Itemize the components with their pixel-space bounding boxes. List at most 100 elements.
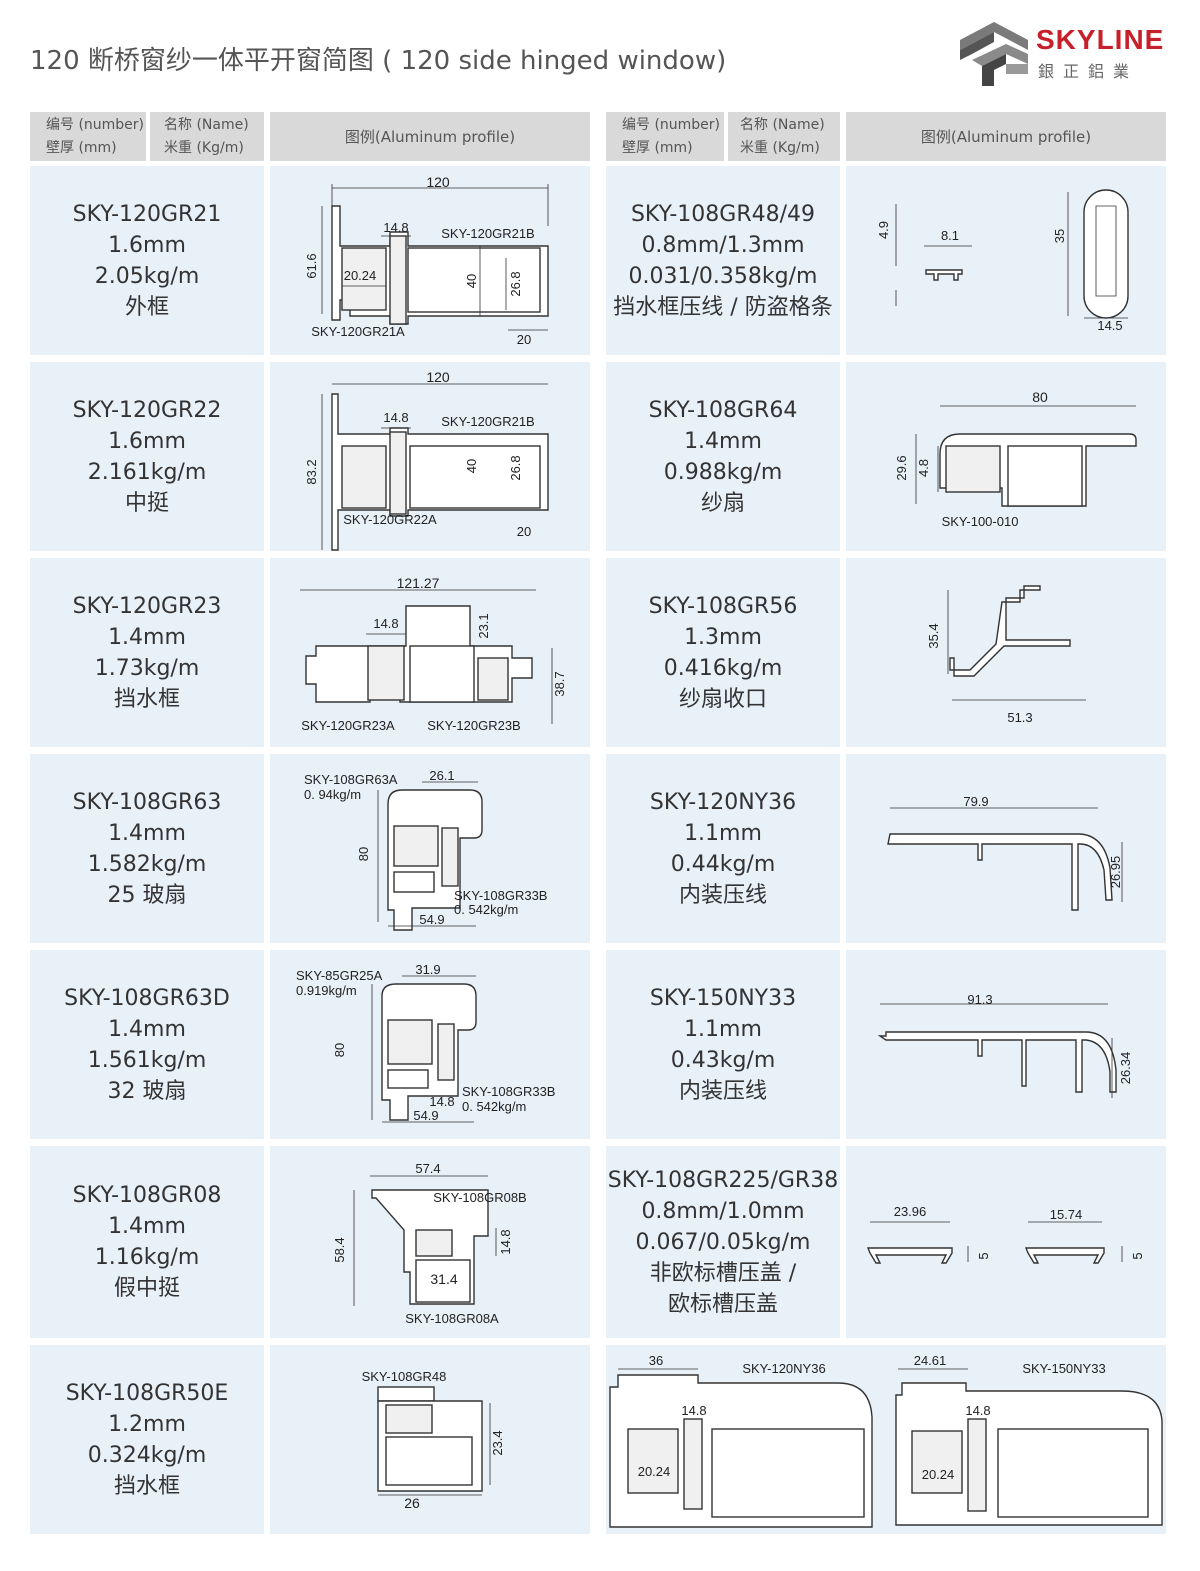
brand-subtitle: 銀正鋁業 [1038,62,1139,81]
part-weight: 0. 94kg/m [304,787,361,802]
wall-thickness: 1.6mm [108,232,186,258]
dim-label: 14.8 [681,1403,706,1418]
page-title: 120 断桥窗纱一体平开窗简图 ( 120 side hinged window… [30,46,727,76]
header-profile-right: 图例(Aluminum profile) [846,112,1166,161]
profile-name: 纱扇 [700,490,745,516]
row-info-gr48: SKY-108GR48/49 0.8mm/1.3mm 0.031/0.358kg… [606,166,840,355]
dim-label: 26.8 [508,271,523,296]
drawing-ny36: 79.9 26.95 [846,754,1166,943]
drawing-gr50e: SKY-108GR48 23.4 26 [270,1345,590,1534]
wall-thickness: 0.8mm/1.3mm [641,232,805,258]
header-number: 编号 (number) [46,117,145,133]
profile-code: SKY-108GR64 [648,397,798,423]
dim-label: 80 [356,847,371,861]
dim-label: 20.24 [344,268,377,283]
profile-drawing-gr08: 57.4 SKY-108GR08B 58.4 14.8 31.4 SKY-108… [332,1161,527,1326]
dim-label: 5 [976,1252,991,1259]
profile-name-line2: 欧标槽压盖 [667,1291,778,1317]
dim-label: 23.1 [476,613,491,638]
drawing-gr64: 80 29.6 4.8 SKY-100-010 [846,362,1166,551]
profile-name: 挡水框 [113,1473,180,1499]
profile-drawing-gr56: 35.4 51.3 [926,585,1086,725]
profile-drawing-gr21: 120 14.8 SKY-120GR21B 61.6 20.24 40 26.8… [304,174,549,347]
part-label: SKY-120NY36 [742,1361,825,1376]
weight: 2.05kg/m [94,263,200,289]
dim-label: 57.4 [415,1161,440,1176]
profile-code: SKY-108GR08 [72,1183,222,1208]
row-info-ny33: SKY-150NY33 1.1mm 0.43kg/m 内装压线 [606,950,840,1139]
drawing-gr21: 120 14.8 SKY-120GR21B 61.6 20.24 40 26.8… [270,166,590,355]
dim-label: 121.27 [397,575,440,591]
dim-label: 31.4 [430,1271,457,1287]
header-number-cell: 编号 (number) 壁厚 (mm) [30,112,146,161]
weight: 0.44kg/m [670,851,776,877]
header-weight: 米重 (Kg/m) [164,140,244,156]
dim-label: 20 [517,332,531,347]
drawing-assembly: 36 SKY-120NY36 14.8 20.24 24.61 SKY-150N… [606,1345,1166,1534]
row-info-gr64: SKY-108GR64 1.4mm 0.988kg/m 纱扇 [606,362,840,551]
drawing-gr56: 35.4 51.3 [846,558,1166,747]
dim-label: 23.96 [894,1204,927,1219]
header-wall: 壁厚 (mm) [46,140,117,156]
part-label: SKY-120GR21B [441,226,534,241]
dim-label: 26.8 [508,455,523,480]
row-info-gr22: SKY-120GR22 1.6mm 2.161kg/m 中挺 [30,362,264,551]
dim-label: 120 [426,174,450,190]
dim-label: 15.74 [1050,1207,1083,1222]
header-weight-right: 米重 (Kg/m) [740,140,820,156]
header-name-cell-right: 名称 (Name) 米重 (Kg/m) [728,112,840,161]
profile-code: SKY-108GR48/49 [630,201,816,227]
part-label: SKY-108GR08A [405,1311,499,1326]
weight: 1.582kg/m [87,851,207,877]
profile-name: 外框 [124,294,169,320]
wall-thickness: 0.8mm/1.0mm [641,1198,805,1224]
row-info-gr63d: SKY-108GR63D 1.4mm 1.561kg/m 32 玻扇 [30,950,264,1139]
header-name-cell: 名称 (Name) 米重 (Kg/m) [150,112,264,161]
dim-label: 14.8 [429,1094,454,1109]
drawing-ny33: 91.3 26.34 [846,950,1166,1139]
assembly-drawing: 36 SKY-120NY36 14.8 20.24 24.61 SKY-150N… [609,1353,1163,1528]
part-label: SKY-100-010 [942,514,1019,529]
part-label: SKY-120GR23A [301,718,395,733]
dim-label: 26.95 [1108,856,1123,889]
weight: 0.067/0.05kg/m [635,1229,811,1255]
wall-thickness: 1.2mm [108,1411,186,1437]
wall-thickness: 1.1mm [684,1016,762,1042]
profile-code: SKY-120GR22 [72,397,222,423]
profile-code: SKY-108GR63D [64,985,230,1011]
drawing-gr22: 120 14.8 SKY-120GR21B 83.2 40 26.8 SKY-1… [270,362,590,551]
dim-label: 120 [426,369,450,385]
weight: 1.73kg/m [94,655,200,681]
weight: 0.031/0.358kg/m [628,263,818,289]
profile-drawing-gr63: SKY-108GR63A 0. 94kg/m 26.1 80 54.9 SKY-… [304,768,547,931]
brand-logo: SKYLINE 銀正鋁業 [958,20,1178,90]
drawing-gr08: 57.4 SKY-108GR08B 58.4 14.8 31.4 SKY-108… [270,1146,590,1338]
profile-drawing-gr50e: SKY-108GR48 23.4 26 [362,1369,505,1511]
profile-drawing-gr23: 121.27 14.8 23.1 38.7 SKY-120GR23A SKY-1… [300,575,567,733]
wall-thickness: 1.4mm [108,820,186,846]
weight: 0.988kg/m [663,459,783,485]
wall-thickness: 1.4mm [108,1016,186,1042]
wall-thickness: 1.4mm [108,1214,186,1239]
dim-label: 35 [1052,229,1067,243]
profile-name: 挡水框压线 / 防盗格条 [613,294,833,320]
part-weight: 0.919kg/m [296,983,357,998]
dim-label: 14.5 [1097,318,1122,333]
header-profile: 图例(Aluminum profile) [270,112,590,161]
dim-label: 80 [332,1043,347,1057]
wall-thickness: 1.6mm [108,428,186,454]
profile-code: SKY-150NY33 [649,985,797,1011]
part-label: SKY-108GR48 [362,1369,447,1384]
profile-name: 内装压线 [678,1078,767,1104]
row-info-gr63: SKY-108GR63 1.4mm 1.582kg/m 25 玻扇 [30,754,264,943]
part-label: SKY-120GR23B [427,718,520,733]
part-label: SKY-108GR33B [454,888,547,903]
weight: 0.416kg/m [663,655,783,681]
row-info-gr56: SKY-108GR56 1.3mm 0.416kg/m 纱扇收口 [606,558,840,747]
part-label: SKY-150NY33 [1022,1361,1105,1376]
dim-label: 14.8 [965,1403,990,1418]
profile-drawing-gr48: 4.9 8.1 35 14.5 [876,189,1129,333]
profile-name: 纱扇收口 [678,686,767,712]
dim-label: 26.1 [429,768,454,783]
part-weight: 0. 542kg/m [454,902,518,917]
